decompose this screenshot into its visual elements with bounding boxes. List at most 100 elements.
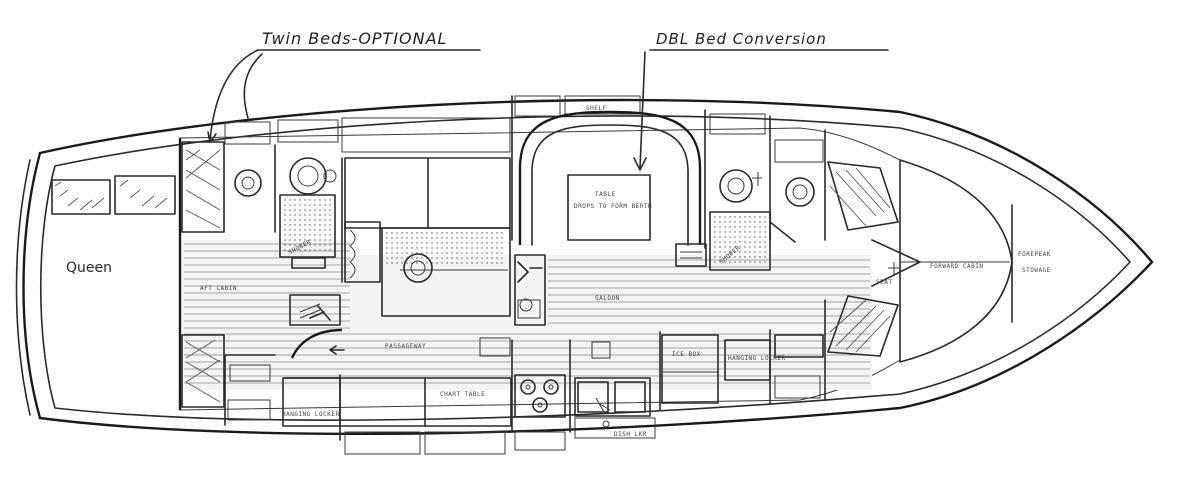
sinks bbox=[574, 377, 651, 428]
stipple-dot bbox=[416, 242, 418, 244]
stipple-dot bbox=[754, 246, 756, 248]
stowage-label: STOWAGE bbox=[1022, 267, 1051, 274]
stipple-dot bbox=[714, 226, 716, 228]
stipple-dot bbox=[466, 247, 468, 249]
twin-bed-panels bbox=[181, 141, 225, 408]
twin-beds-label: Twin Beds-OPTIONAL bbox=[262, 29, 447, 48]
stipple-dot bbox=[406, 242, 408, 244]
stipple-dot bbox=[411, 232, 413, 234]
stipple-dot bbox=[749, 221, 751, 223]
stipple-dot bbox=[294, 234, 296, 236]
stipple-dot bbox=[294, 204, 296, 206]
stipple-dot bbox=[496, 242, 498, 244]
stipple-dot bbox=[294, 244, 296, 246]
stipple-dot bbox=[401, 232, 403, 234]
stipple-dot bbox=[431, 252, 433, 254]
stipple-dot bbox=[289, 244, 291, 246]
stipple-dot bbox=[309, 244, 311, 246]
stipple-dot bbox=[431, 232, 433, 234]
stipple-dot bbox=[476, 252, 478, 254]
stipple-dot bbox=[749, 251, 751, 253]
stipple-dot bbox=[436, 247, 438, 249]
stipple-dot bbox=[329, 229, 331, 231]
stipple-dot bbox=[739, 241, 741, 243]
stipple-dot bbox=[456, 257, 458, 259]
stipple-dot bbox=[759, 216, 761, 218]
stipple-dot bbox=[501, 247, 503, 249]
stipple-dot bbox=[481, 247, 483, 249]
stipple-dot bbox=[314, 204, 316, 206]
stipple-dot bbox=[486, 252, 488, 254]
stipple-dot bbox=[754, 256, 756, 258]
stipple-dot bbox=[441, 247, 443, 249]
stipple-dot bbox=[299, 249, 301, 251]
stipple-dot bbox=[319, 239, 321, 241]
stipple-dot bbox=[294, 249, 296, 251]
stipple-dot bbox=[441, 257, 443, 259]
stipple-dot bbox=[481, 262, 483, 264]
stipple-dot bbox=[284, 219, 286, 221]
stipple-dot bbox=[289, 229, 291, 231]
stipple-dot bbox=[426, 237, 428, 239]
stipple-dot bbox=[391, 237, 393, 239]
stipple-dot bbox=[426, 242, 428, 244]
stipple-dot bbox=[714, 246, 716, 248]
stipple-dot bbox=[714, 256, 716, 258]
stipple-dot bbox=[451, 232, 453, 234]
callout-leaders bbox=[207, 49, 889, 171]
stipple-dot bbox=[309, 249, 311, 251]
stipple-dot bbox=[324, 214, 326, 216]
stipple-dot bbox=[759, 246, 761, 248]
stipple-dot bbox=[406, 247, 408, 249]
chart-table bbox=[282, 337, 611, 427]
stipple-dot bbox=[719, 231, 721, 233]
stipple-dot bbox=[739, 251, 741, 253]
stipple-dot bbox=[421, 247, 423, 249]
stipple-dot bbox=[426, 247, 428, 249]
stipple-dot bbox=[386, 262, 388, 264]
stipple-dot bbox=[759, 251, 761, 253]
stipple-dot bbox=[284, 244, 286, 246]
stipple-dot bbox=[476, 242, 478, 244]
stipple-dot bbox=[436, 232, 438, 234]
stipple-dot bbox=[466, 237, 468, 239]
stipple-dot bbox=[461, 247, 463, 249]
stipple-dot bbox=[299, 219, 301, 221]
stipple-dot bbox=[764, 256, 766, 258]
stipple-dot bbox=[396, 242, 398, 244]
stipple-dot bbox=[491, 252, 493, 254]
stipple-dot bbox=[481, 232, 483, 234]
stipple-dot bbox=[436, 257, 438, 259]
stipple-dot bbox=[446, 257, 448, 259]
stipple-dot bbox=[299, 234, 301, 236]
stipple-dot bbox=[324, 199, 326, 201]
stipple-dot bbox=[749, 246, 751, 248]
stipple-dot bbox=[386, 237, 388, 239]
stipple-dot bbox=[724, 221, 726, 223]
stipple-dot bbox=[406, 232, 408, 234]
stipple-dot bbox=[471, 242, 473, 244]
stipple-dot bbox=[289, 224, 291, 226]
stipple-dot bbox=[461, 237, 463, 239]
stipple-dot bbox=[724, 231, 726, 233]
stipple-dot bbox=[764, 246, 766, 248]
stipple-dot bbox=[719, 246, 721, 248]
stipple-dot bbox=[391, 242, 393, 244]
stipple-dot bbox=[501, 237, 503, 239]
stipple-dot bbox=[426, 252, 428, 254]
stipple-dot bbox=[734, 251, 736, 253]
stipple-dot bbox=[466, 262, 468, 264]
stipple-dot bbox=[314, 234, 316, 236]
queen-berth bbox=[51, 175, 176, 215]
stipple-dot bbox=[754, 231, 756, 233]
stipple-dot bbox=[729, 261, 731, 263]
stipple-dot bbox=[406, 262, 408, 264]
stipple-dot bbox=[401, 247, 403, 249]
stipple-dot bbox=[734, 231, 736, 233]
stipple-dot bbox=[744, 216, 746, 218]
stipple-dot bbox=[764, 251, 766, 253]
stipple-dot bbox=[324, 224, 326, 226]
stipple-dot bbox=[501, 232, 503, 234]
hanging-locker-aft-label: HANGING LOCKER bbox=[282, 411, 340, 418]
